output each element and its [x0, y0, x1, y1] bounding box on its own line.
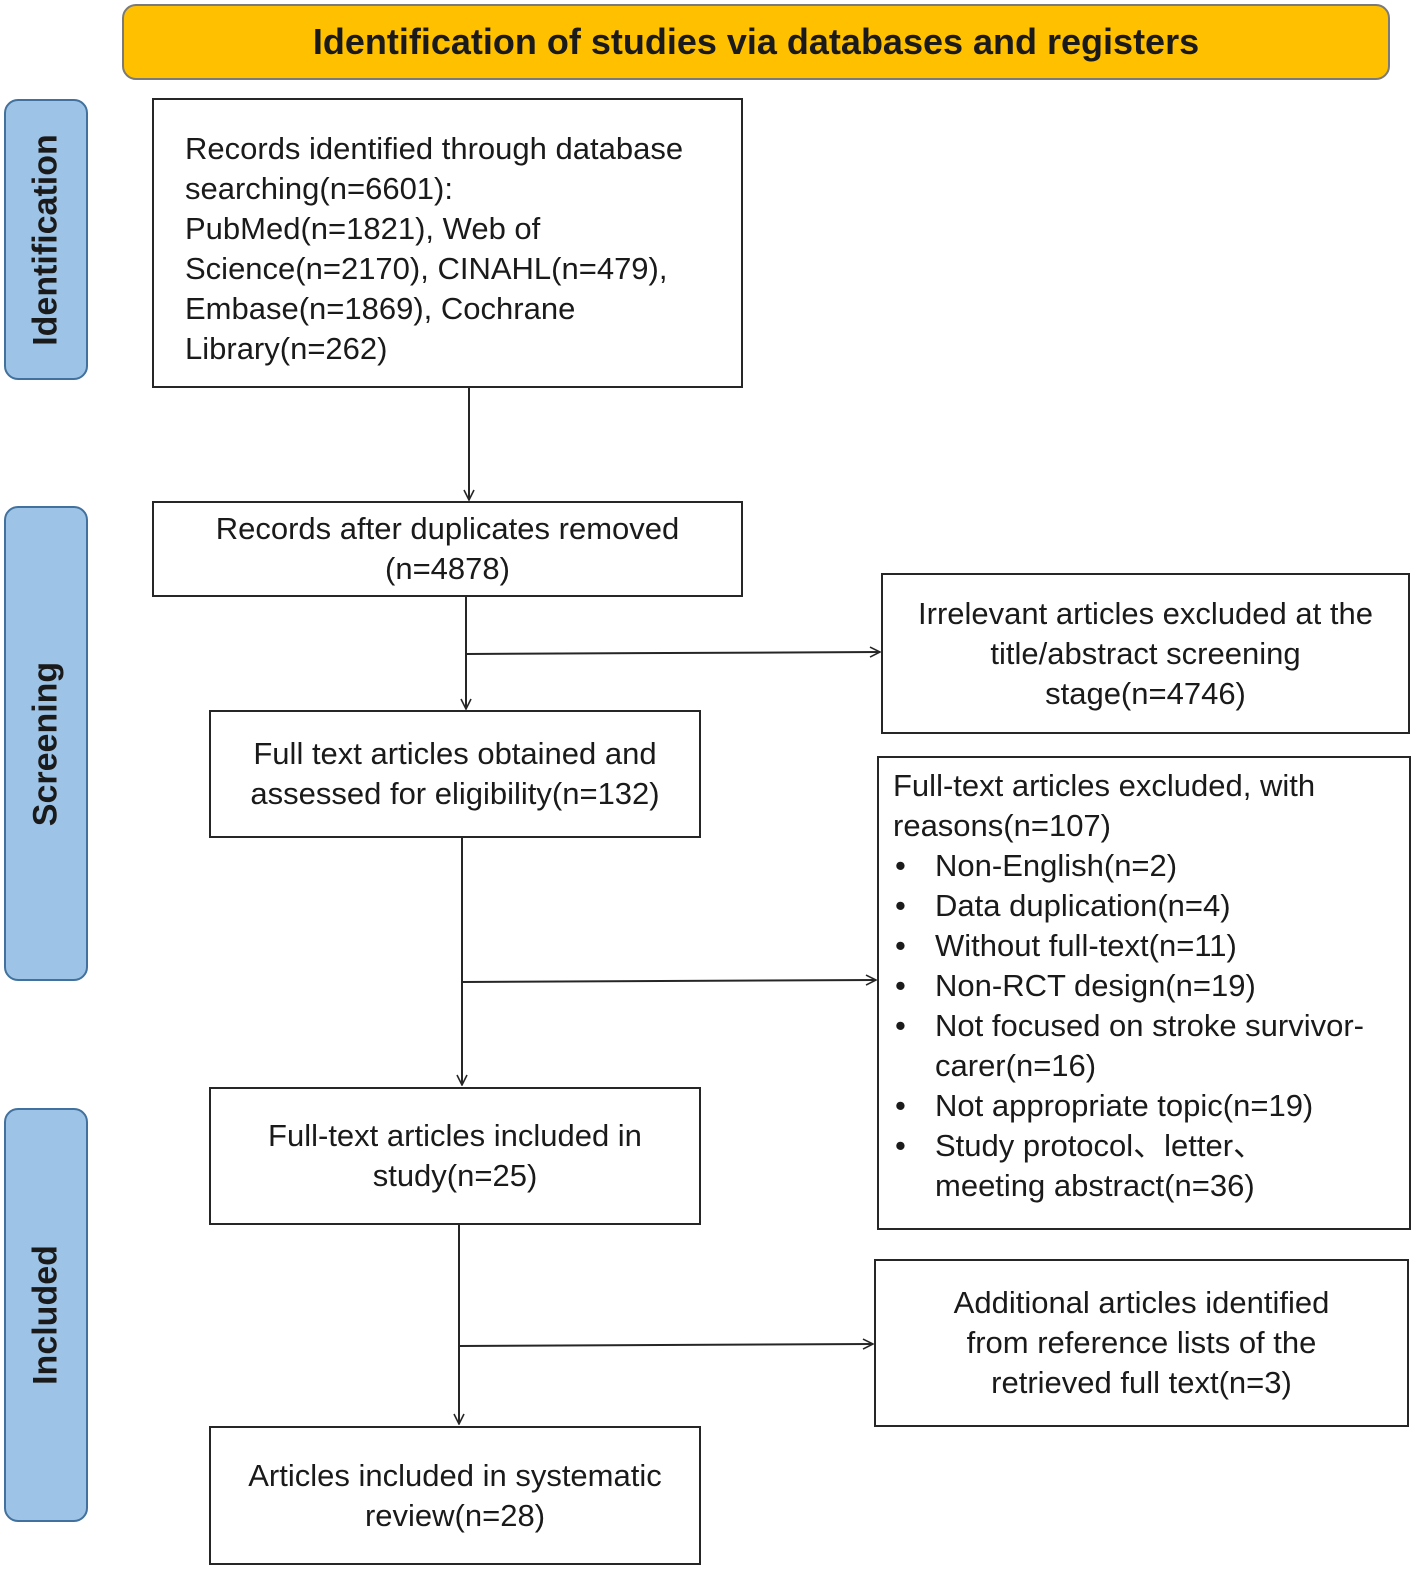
box-text-line: stage(n=4746): [1045, 675, 1246, 711]
list-item: • Non-RCT design(n=19): [893, 966, 1409, 1006]
additional-articles-box: Additional articles identified from refe…: [874, 1259, 1409, 1427]
box-text-line: (n=4878): [385, 551, 510, 586]
box-text-line: from reference lists of the: [966, 1325, 1317, 1360]
records-identified-box: Records identified through database sear…: [152, 98, 743, 388]
box-text-line: Full-text articles included in: [268, 1118, 642, 1153]
exclusion-reasons-list: • Non-English(n=2) • Data duplication(n=…: [893, 846, 1409, 1206]
list-item: • Data duplication(n=4): [893, 886, 1409, 926]
bullet-icon: •: [895, 1088, 906, 1123]
phase-screening-label: Screening: [26, 661, 65, 826]
box-text-line: Library(n=262): [185, 331, 388, 366]
list-item: • Non-English(n=2): [893, 846, 1409, 886]
phase-identification: Identification: [4, 99, 88, 380]
reason-text: Study protocol、letter、: [935, 1128, 1265, 1163]
reason-text: meeting abstract(n=36): [935, 1168, 1255, 1203]
bullet-icon: •: [895, 968, 906, 1003]
bullet-icon: •: [895, 1128, 906, 1163]
irrelevant-excluded-box: Irrelevant articles excluded at the titl…: [881, 573, 1410, 734]
after-duplicates-box: Records after duplicates removed (n=4878…: [152, 501, 743, 597]
box-text-line: assessed for eligibility(n=132): [250, 776, 660, 811]
box-text-line: study(n=25): [372, 1158, 538, 1193]
header-banner: Identification of studies via databases …: [122, 4, 1390, 80]
bullet-icon: •: [895, 848, 906, 883]
box-text-line: Records identified through database: [185, 131, 684, 166]
excluded-heading-line: reasons(n=107): [893, 808, 1111, 843]
box-text-line: retrieved full text(n=3): [991, 1365, 1292, 1400]
box-text-line: Embase(n=1869), Cochrane: [185, 291, 576, 326]
full-text-excluded-box: Full-text articles excluded, with reason…: [877, 756, 1411, 1230]
full-text-included-box: Full-text articles included in study(n=2…: [209, 1087, 701, 1225]
systematic-review-box: Articles included in systematic review(n…: [209, 1426, 701, 1565]
list-item: • Study protocol、letter、 meeting abstrac…: [893, 1126, 1409, 1206]
reason-text: Non-English(n=2): [935, 848, 1178, 883]
list-item: • Not focused on stroke survivor- carer(…: [893, 1006, 1409, 1086]
reason-text: Non-RCT design(n=19): [935, 968, 1256, 1003]
box-text-line: Records after duplicates removed: [215, 511, 680, 546]
phase-included: Included: [4, 1108, 88, 1522]
reason-text: Not appropriate topic(n=19): [935, 1088, 1314, 1123]
phase-included-label: Included: [26, 1245, 65, 1385]
box-text-line: Full text articles obtained and: [253, 736, 657, 771]
list-item: • Without full-text(n=11): [893, 926, 1409, 966]
reason-text: Data duplication(n=4): [935, 888, 1231, 923]
reason-text: Without full-text(n=11): [935, 928, 1237, 963]
reason-text: Not focused on stroke survivor-: [935, 1008, 1365, 1043]
full-text-assessed-box: Full text articles obtained and assessed…: [209, 710, 701, 838]
box-text-line: PubMed(n=1821), Web of: [185, 211, 541, 246]
bullet-icon: •: [895, 928, 906, 963]
box-text-line: Additional articles identified: [953, 1285, 1330, 1320]
phase-identification-label: Identification: [26, 133, 65, 346]
box-text-line: searching(n=6601):: [185, 171, 453, 206]
list-item: • Not appropriate topic(n=19): [893, 1086, 1409, 1126]
reason-text: carer(n=16): [935, 1048, 1097, 1083]
header-title: Identification of studies via databases …: [312, 21, 1200, 62]
box-text-line: title/abstract screening: [990, 635, 1301, 671]
phase-screening: Screening: [4, 506, 88, 981]
box-text-line: Science(n=2170), CINAHL(n=479),: [185, 251, 668, 286]
arrow-to-irrelevant-excluded: [465, 652, 880, 654]
excluded-heading-line: Full-text articles excluded, with: [893, 768, 1316, 803]
arrow-to-additional-articles: [458, 1344, 873, 1346]
box-text-line: Articles included in systematic: [248, 1457, 662, 1493]
box-text-line: Irrelevant articles excluded at the: [918, 595, 1373, 631]
arrow-to-full-text-excluded: [461, 980, 876, 982]
box-text-line: review(n=28): [364, 1497, 546, 1533]
bullet-icon: •: [895, 888, 906, 923]
bullet-icon: •: [895, 1008, 906, 1043]
